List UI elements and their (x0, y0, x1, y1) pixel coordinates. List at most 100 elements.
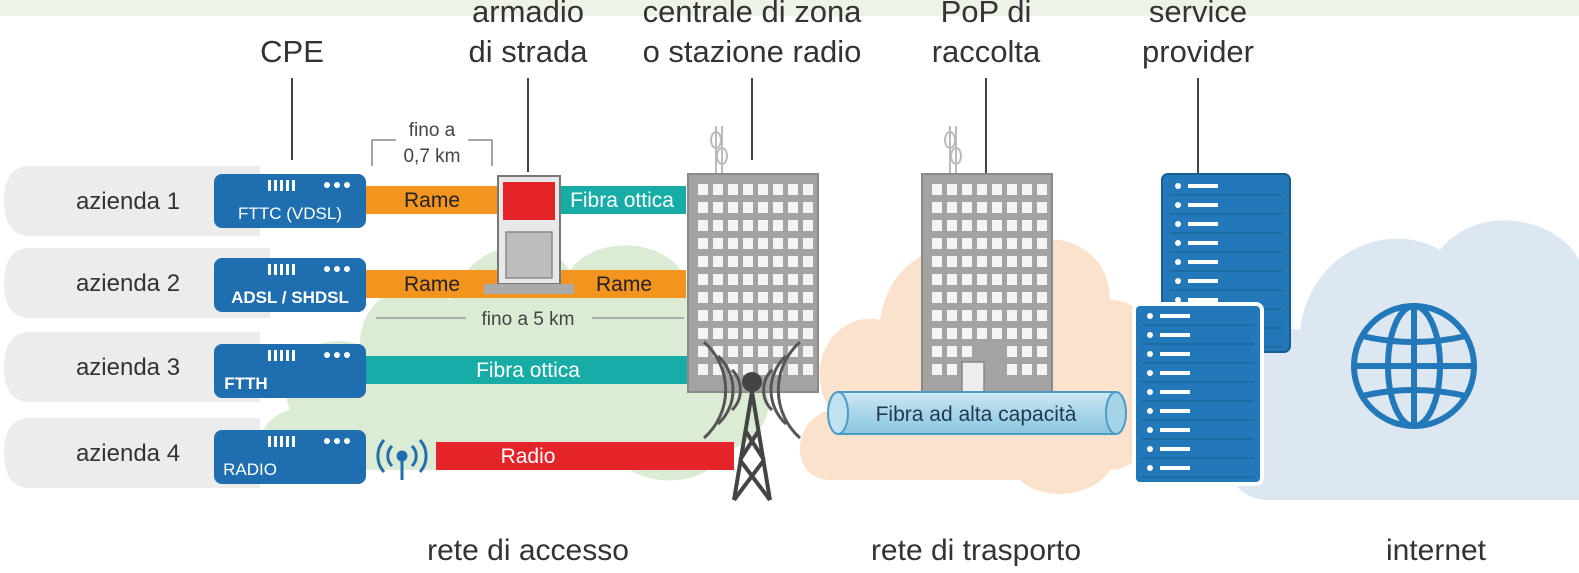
server-slot (1188, 222, 1218, 226)
server-led (1147, 427, 1153, 433)
window (1022, 220, 1032, 231)
window (947, 292, 957, 303)
window (743, 256, 753, 267)
internet-cloud (1227, 220, 1579, 500)
company-row-bg (4, 332, 260, 402)
copper-link (360, 186, 500, 214)
server-led (1175, 259, 1181, 265)
window (773, 184, 783, 195)
antenna-icon (376, 439, 428, 480)
window (947, 202, 957, 213)
window (947, 274, 957, 285)
server-slot (1160, 333, 1190, 337)
window (788, 220, 798, 231)
backbone-fiber-tube: Fibra ad alta capacità (827, 391, 1127, 435)
column-headers: CPE armadio di strada centrale di zona o… (260, 0, 1254, 186)
window (1007, 220, 1017, 231)
distance-long: fino a 5 km (376, 309, 684, 330)
window (728, 220, 738, 231)
window (698, 346, 708, 357)
window (1007, 238, 1017, 249)
window (1037, 364, 1047, 375)
window (932, 274, 942, 285)
column-header: service (1149, 0, 1247, 29)
window (977, 328, 987, 339)
server-slot (1160, 409, 1190, 413)
server-slot (1160, 466, 1190, 470)
server-slot (1188, 260, 1218, 264)
window (1037, 274, 1047, 285)
window (1022, 202, 1032, 213)
window (758, 274, 768, 285)
server-led (1175, 221, 1181, 227)
window (992, 328, 1002, 339)
company-label: azienda 2 (76, 270, 180, 297)
window (743, 184, 753, 195)
window (743, 274, 753, 285)
server-slot (1160, 428, 1190, 432)
window (713, 364, 723, 375)
server-led (1147, 370, 1153, 376)
window (743, 238, 753, 249)
radio-tower-icon (703, 340, 801, 502)
server-led (1147, 465, 1153, 471)
server-rack-icon (1132, 302, 1264, 486)
window (743, 364, 753, 375)
building-windows (932, 184, 1047, 375)
window (713, 274, 723, 285)
window (1007, 364, 1017, 375)
window (1007, 202, 1017, 213)
fiber-link (556, 186, 686, 214)
window (1007, 346, 1017, 357)
window (947, 346, 957, 357)
window (962, 238, 972, 249)
window (1007, 274, 1017, 285)
column-header: armadio (472, 0, 584, 29)
window (713, 184, 723, 195)
window (758, 256, 768, 267)
window (788, 184, 798, 195)
window (743, 310, 753, 321)
window (788, 238, 798, 249)
window (788, 202, 798, 213)
window (977, 256, 987, 267)
window (1022, 292, 1032, 303)
window (698, 328, 708, 339)
window (713, 346, 723, 357)
window (803, 274, 813, 285)
window (743, 292, 753, 303)
window (698, 184, 708, 195)
building-windows (698, 184, 813, 375)
window (803, 364, 813, 375)
window (713, 292, 723, 303)
window (698, 256, 708, 267)
window (932, 310, 942, 321)
company-rows: azienda 1 azienda 2 azienda 3 azienda 4 (4, 166, 270, 488)
window (932, 220, 942, 231)
distance-short: fino a 0,7 km (371, 120, 493, 167)
link-label: Radio (501, 445, 556, 468)
server-slot (1160, 314, 1190, 318)
window (932, 346, 942, 357)
server-slot (1160, 447, 1190, 451)
window (947, 256, 957, 267)
window (728, 346, 738, 357)
cpe-devices: FTTC (VDSL) ADSL / SHDSL FTTH RADIO (214, 174, 366, 484)
column-header: di strada (469, 34, 589, 69)
window (803, 202, 813, 213)
window (1007, 184, 1017, 195)
building-door (961, 361, 985, 393)
window (1037, 220, 1047, 231)
window (803, 328, 813, 339)
window (743, 202, 753, 213)
window (698, 220, 708, 231)
cpe-label: FTTH (224, 374, 267, 393)
window (977, 274, 987, 285)
window (962, 292, 972, 303)
window (1037, 184, 1047, 195)
server-slot (1160, 371, 1190, 375)
company-label: azienda 4 (76, 440, 180, 467)
window (758, 202, 768, 213)
window (932, 184, 942, 195)
